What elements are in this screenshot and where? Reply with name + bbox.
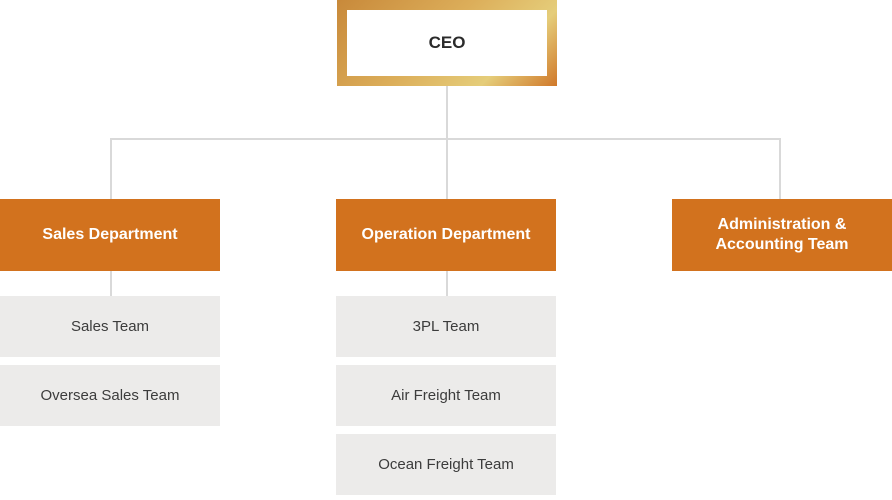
dept-sales: Sales Department — [0, 199, 220, 271]
ceo-box: CEO — [337, 0, 557, 86]
connector-horizontal — [110, 138, 781, 140]
ceo-label: CEO — [347, 10, 547, 76]
connector-ceo-down — [446, 86, 448, 139]
team-sales: Sales Team — [0, 296, 220, 357]
team-oversea-sales: Oversea Sales Team — [0, 365, 220, 426]
team-3pl: 3PL Team — [336, 296, 556, 357]
connector-admin-drop — [779, 138, 781, 199]
team-ocean-freight: Ocean Freight Team — [336, 434, 556, 495]
connector-sales-teams — [110, 271, 112, 296]
connector-sales-drop — [110, 138, 112, 199]
connector-operation-drop — [446, 138, 448, 199]
connector-operation-teams — [446, 271, 448, 296]
dept-administration-accounting: Administration & Accounting Team — [672, 199, 892, 271]
dept-operation: Operation Department — [336, 199, 556, 271]
team-air-freight: Air Freight Team — [336, 365, 556, 426]
